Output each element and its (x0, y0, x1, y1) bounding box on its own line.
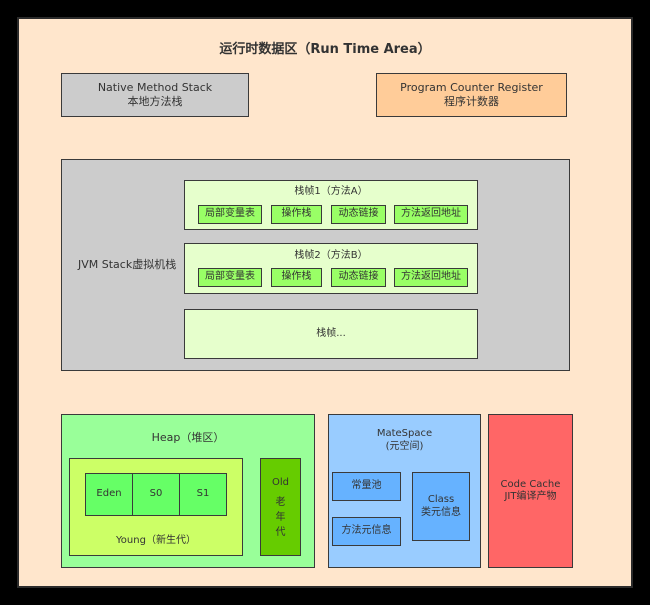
program-counter-cn: 程序计数器 (444, 95, 499, 108)
native-method-stack: Native Method Stack 本地方法栈 (61, 73, 249, 117)
stack-frame-1-title: 栈帧1（方法A） (294, 186, 368, 197)
frame-2-return-address: 方法返回地址 (394, 268, 468, 287)
old-char-2: 年 (275, 511, 286, 523)
native-method-stack-cn: 本地方法栈 (127, 95, 183, 108)
young-generation-label: Young（新生代） (116, 535, 196, 546)
native-method-stack-label: Native Method Stack (97, 80, 213, 94)
old-char-1: 老 (275, 496, 286, 508)
method-metadata: 方法元信息 (332, 517, 401, 546)
old-generation: Old 老 年 代 (260, 458, 301, 556)
stack-frame-more: 栈帧... (184, 309, 478, 359)
program-counter-label: Program Counter Register (400, 80, 543, 94)
old-generation-label: Old (272, 476, 289, 488)
survivor-s0: S0 (132, 473, 180, 516)
survivor-s1: S1 (179, 473, 227, 516)
heap-title: Heap（堆区） (151, 431, 225, 444)
frame-2-local-variables: 局部变量表 (198, 268, 262, 287)
code-cache: Code Cache JIT编译产物 (488, 414, 573, 568)
diagram-title: 运行时数据区（Run Time Area） (219, 42, 431, 57)
eden-space: Eden (85, 473, 133, 516)
class-metadata-cn: 类元信息 (421, 506, 461, 518)
stack-frame-2-title: 栈帧2（方法B） (294, 250, 368, 261)
jvm-stack-label: JVM Stack虚拟机栈 (78, 258, 177, 271)
constant-pool: 常量池 (332, 472, 401, 501)
metaspace-subtitle: (元空间) (385, 440, 424, 452)
frame-2-dynamic-linking: 动态链接 (331, 268, 386, 287)
class-metadata: Class 类元信息 (412, 472, 470, 541)
program-counter-register: Program Counter Register 程序计数器 (376, 73, 567, 117)
frame-1-dynamic-linking: 动态链接 (331, 205, 386, 224)
old-char-3: 代 (275, 526, 286, 538)
class-metadata-label: Class (427, 494, 455, 505)
metaspace-title: MateSpace (元空间) (328, 428, 481, 453)
frame-1-local-variables: 局部变量表 (198, 205, 262, 224)
metaspace-title-label: MateSpace (376, 428, 433, 439)
frame-1-return-address: 方法返回地址 (394, 205, 468, 224)
frame-2-operand-stack: 操作栈 (271, 268, 322, 287)
code-cache-label: Code Cache (500, 478, 561, 490)
frame-1-operand-stack: 操作栈 (271, 205, 322, 224)
code-cache-cn: JIT编译产物 (504, 491, 557, 502)
